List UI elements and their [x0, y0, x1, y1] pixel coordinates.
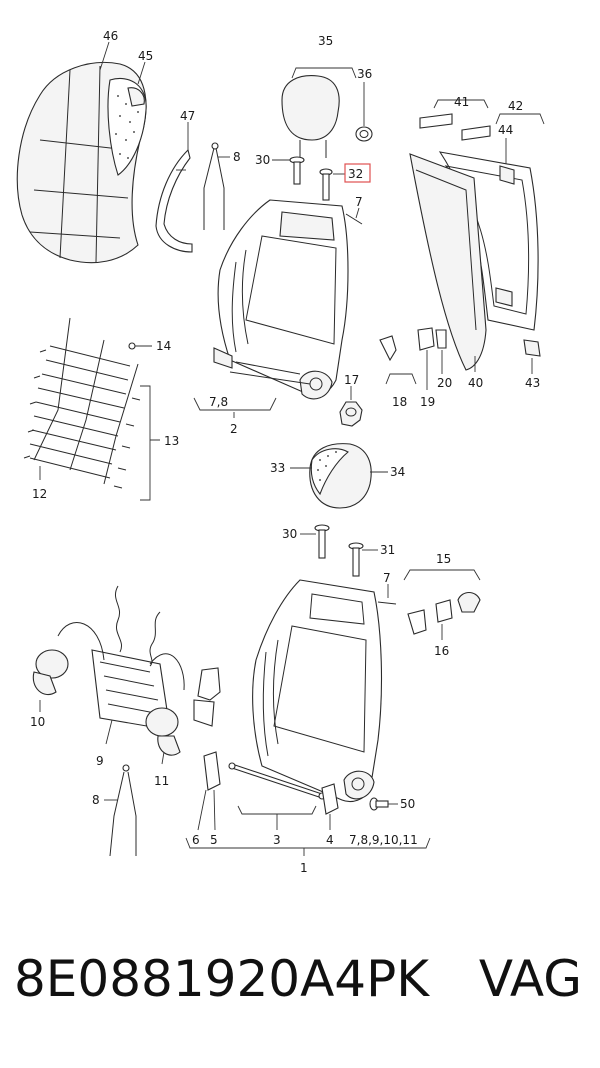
label-3: 3 — [273, 833, 281, 847]
label-46: 46 — [103, 29, 118, 43]
label-34: 34 — [390, 465, 405, 479]
seat-parts-diagram: 46 45 47 8 35 36 30 32 — [16, 29, 545, 875]
label-7-8-9-10-11: 7,8,9,10,11 — [349, 833, 418, 847]
label-2: 2 — [230, 422, 238, 436]
adjust-knob-17 — [339, 386, 363, 427]
label-50: 50 — [400, 797, 415, 811]
label-7-8: 7,8 — [209, 395, 228, 409]
bolt-7-lower — [377, 584, 397, 605]
label-33: 33 — [270, 461, 285, 475]
backrest-cover-frame — [409, 99, 545, 374]
label-19: 19 — [420, 395, 435, 409]
bracket-1 — [185, 837, 431, 849]
bracket-5-6 — [197, 751, 221, 831]
bolt-50 — [369, 797, 398, 811]
bracket-18-19-20 — [379, 327, 447, 390]
bolt-7-upper — [345, 207, 363, 225]
lumbar-support — [32, 585, 185, 765]
label-8-upper: 8 — [233, 150, 241, 164]
label-41: 41 — [454, 95, 469, 109]
highlight-box-32 — [344, 163, 371, 183]
guide-30-lower — [300, 524, 330, 559]
label-35: 35 — [318, 34, 333, 48]
label-13: 13 — [164, 434, 179, 448]
lever-15-16 — [403, 569, 481, 640]
label-36: 36 — [357, 67, 372, 81]
lumbar-bracket — [193, 667, 221, 727]
label-47: 47 — [180, 109, 195, 123]
label-40: 40 — [468, 376, 483, 390]
label-5: 5 — [210, 833, 218, 847]
bracket-4 — [321, 783, 339, 830]
label-10: 10 — [30, 715, 45, 729]
label-45: 45 — [138, 49, 153, 63]
label-42: 42 — [508, 99, 523, 113]
label-32: 32 — [348, 167, 363, 181]
guide-32 — [319, 163, 371, 201]
headrest-lower — [290, 443, 388, 509]
guide-30-upper — [272, 156, 305, 185]
label-12: 12 — [32, 487, 47, 501]
spring-mat — [23, 317, 160, 501]
brand-name: VAG — [478, 950, 582, 1008]
guide-31 — [348, 542, 378, 577]
label-11: 11 — [154, 774, 169, 788]
label-4: 4 — [326, 833, 334, 847]
label-20: 20 — [437, 376, 452, 390]
label-18: 18 — [392, 395, 407, 409]
trim-strip-47 — [155, 122, 193, 253]
label-31: 31 — [380, 543, 395, 557]
label-9: 9 — [96, 754, 104, 768]
label-30-upper: 30 — [255, 153, 270, 167]
seat-frame-upper — [193, 199, 349, 418]
cable-8-lower — [104, 764, 137, 857]
label-1: 1 — [300, 861, 308, 875]
label-6: 6 — [192, 833, 200, 847]
label-7-upper: 7 — [355, 195, 363, 209]
headrest-upper — [281, 67, 373, 158]
cable-8-upper — [203, 142, 230, 230]
rod-3 — [228, 762, 326, 830]
label-16: 16 — [434, 644, 449, 658]
label-30-lower: 30 — [282, 527, 297, 541]
label-43: 43 — [525, 376, 540, 390]
label-14: 14 — [156, 339, 171, 353]
label-7-lower: 7 — [383, 571, 391, 585]
label-8-lower: 8 — [92, 793, 100, 807]
seat-back-cushion — [16, 41, 147, 264]
seat-frame-lower — [252, 579, 383, 803]
label-15: 15 — [436, 552, 451, 566]
label-17: 17 — [344, 373, 359, 387]
part-number: 8E0881920A4PK — [14, 950, 430, 1008]
label-44: 44 — [498, 123, 513, 137]
